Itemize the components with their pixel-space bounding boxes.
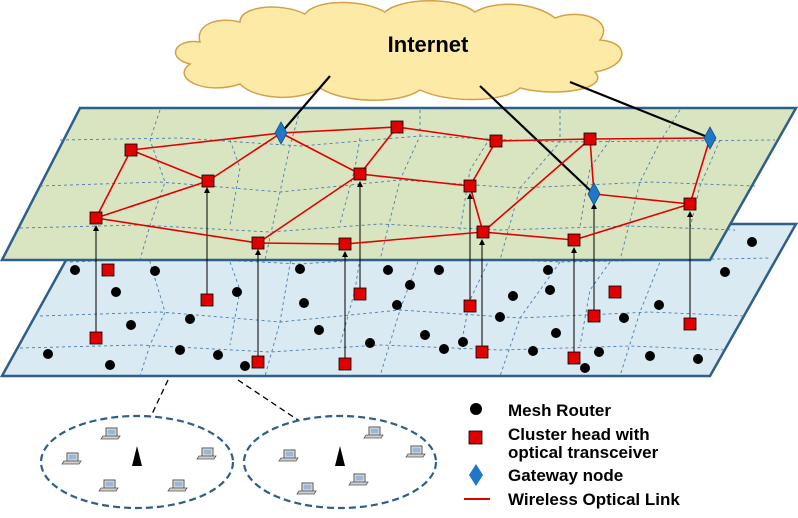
mesh-router-node <box>295 264 305 274</box>
cluster-head-node <box>390 120 404 134</box>
mesh-router-node <box>365 338 375 348</box>
mesh-router-node <box>213 350 223 360</box>
mesh-router-node <box>619 313 629 323</box>
mesh-router-node <box>383 265 393 275</box>
mesh-router-node <box>185 314 195 324</box>
cluster-head-node <box>338 237 352 251</box>
mesh-router-node <box>654 300 664 310</box>
cluster-head-node <box>463 299 477 313</box>
gateway-node <box>274 121 288 145</box>
cluster-head-node <box>338 357 352 371</box>
mesh-router-node <box>545 285 555 295</box>
mesh-router-node <box>111 287 121 297</box>
cluster-head-node <box>101 263 115 277</box>
cluster-head-node <box>463 179 477 193</box>
lower-mesh-routers <box>43 237 757 373</box>
gateway-node <box>703 126 717 150</box>
cluster-head-node <box>567 233 581 247</box>
mesh-router-node <box>543 265 553 275</box>
mesh-router-node <box>150 266 160 276</box>
legend-mesh-router-label: Mesh Router <box>508 401 611 420</box>
mesh-router-node <box>551 328 561 338</box>
internet-label: Internet <box>388 32 469 57</box>
cluster-head-node <box>353 167 367 181</box>
access-point-icon <box>335 446 345 466</box>
optical-links <box>95 126 711 245</box>
cluster-head-node <box>89 211 103 225</box>
cluster-head-node <box>251 236 265 250</box>
legend-cluster-head-symbol <box>468 430 483 445</box>
mesh-router-node <box>240 361 250 371</box>
lower-cluster-heads <box>89 263 697 371</box>
mesh-router-node <box>693 354 703 364</box>
mesh-router-node <box>392 300 402 310</box>
mesh-router-node <box>508 291 518 301</box>
mesh-router-node <box>528 346 538 356</box>
mesh-router-node <box>720 267 730 277</box>
gateway-node <box>587 182 601 206</box>
mesh-router-node <box>105 360 115 370</box>
mesh-router-node <box>232 287 242 297</box>
mesh-router-node <box>126 320 136 330</box>
mesh-router-node <box>434 265 444 275</box>
mesh-router-node <box>405 280 415 290</box>
legend-optical-link-label: Wireless Optical Link <box>508 490 680 509</box>
client-cluster-right <box>242 414 438 510</box>
mesh-router-node <box>645 351 655 361</box>
mesh-router-node <box>420 330 430 340</box>
mesh-router-node <box>495 312 505 322</box>
client-cluster-left <box>39 414 235 510</box>
cluster-head-node <box>683 317 697 331</box>
legend-gateway-label: Gateway node <box>508 466 623 485</box>
cluster-head-node <box>124 143 138 157</box>
uplink-arrows <box>93 181 693 364</box>
mesh-router-node <box>747 237 757 247</box>
mesh-router-node <box>314 325 324 335</box>
legend-gateway-symbol <box>469 464 483 486</box>
cluster-head-node <box>476 225 490 239</box>
gateway-nodes <box>274 121 717 206</box>
mesh-router-node <box>439 344 449 354</box>
cluster-head-node <box>251 355 265 369</box>
cluster-head-node <box>475 345 489 359</box>
cluster-head-node <box>89 331 103 345</box>
cluster-head-node <box>587 309 601 323</box>
cluster-head-node <box>489 134 503 148</box>
upper-cluster-heads <box>89 120 697 251</box>
cluster-head-node <box>567 351 581 365</box>
mesh-router-node <box>175 345 185 355</box>
mesh-router-node <box>458 337 468 347</box>
access-point-icon <box>132 446 142 466</box>
mesh-router-node <box>43 349 53 359</box>
mesh-router-node <box>580 363 590 373</box>
cluster-head-node <box>683 197 697 211</box>
legend: Mesh Router Cluster head with optical tr… <box>464 401 680 509</box>
cluster-head-node <box>583 132 597 146</box>
legend-cluster-head-label-line2: optical transceiver <box>508 443 659 462</box>
legend-mesh-router-symbol <box>470 403 482 415</box>
cluster-head-node <box>608 285 622 299</box>
cluster-head-node <box>200 293 214 307</box>
legend-cluster-head-label-line1: Cluster head with <box>508 425 650 444</box>
internet-cloud: Internet <box>174 0 623 101</box>
mesh-router-node <box>594 347 604 357</box>
mesh-router-node <box>299 298 309 308</box>
cluster-head-node <box>353 287 367 301</box>
cluster-head-node <box>201 174 215 188</box>
mesh-router-node <box>70 265 80 275</box>
